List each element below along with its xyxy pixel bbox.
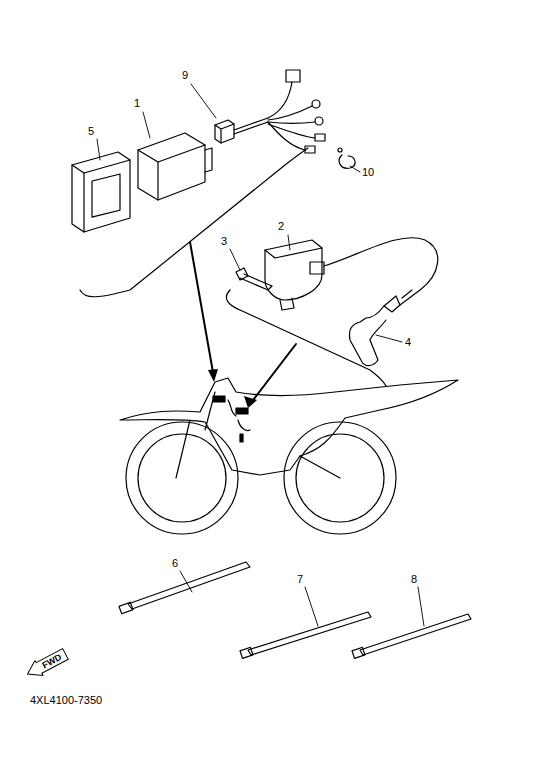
clip [338, 148, 355, 168]
callout-number: 4 [405, 337, 411, 348]
direction-arrow: FWD [22, 645, 70, 682]
arrow-shape [24, 646, 70, 681]
callout-number: 3 [221, 236, 227, 247]
plug-cap [349, 290, 412, 366]
motorcycle [120, 378, 458, 534]
callout-number: 5 [88, 126, 94, 137]
diagram-code: 4XL4100-7350 [30, 695, 102, 706]
bolt [236, 268, 272, 290]
callout-number: 10 [362, 167, 374, 178]
cdi-box [72, 152, 130, 232]
callout-number: 7 [297, 574, 303, 585]
leader-line [97, 84, 424, 626]
callout-number: 1 [134, 98, 140, 109]
group-bracket [226, 290, 386, 386]
callout-number: 2 [278, 221, 284, 232]
location-arrow [190, 242, 296, 404]
rectifier-box [138, 133, 212, 200]
cable-tie [119, 562, 471, 658]
arrow-head [208, 369, 257, 408]
callout-number: 8 [411, 574, 417, 585]
group-bracket [80, 148, 308, 297]
callout-number: 6 [172, 558, 178, 569]
callout-number: 9 [182, 70, 188, 81]
ignition-coil [265, 238, 438, 310]
wire-harness [215, 70, 325, 153]
